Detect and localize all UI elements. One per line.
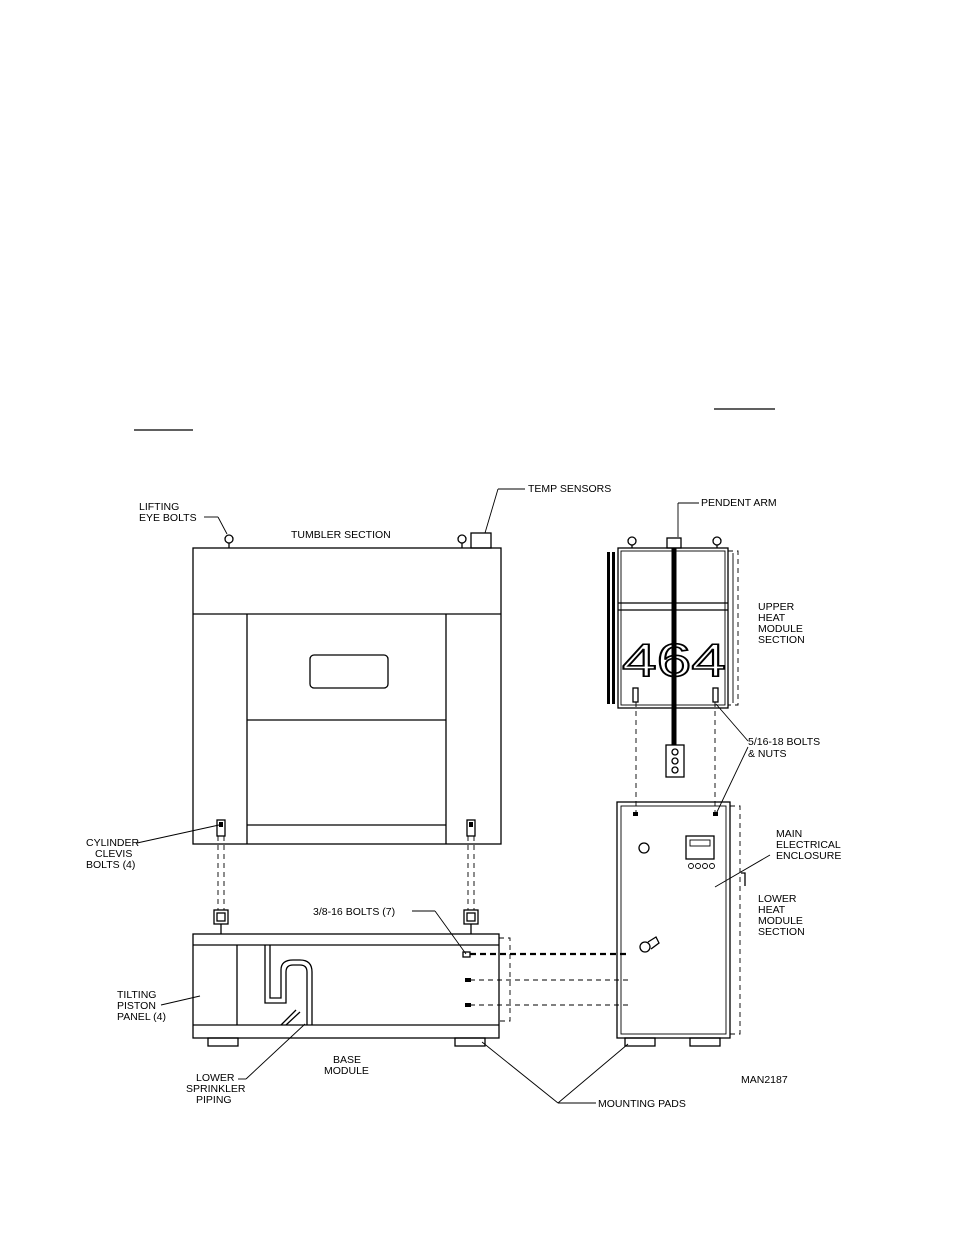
heat-fins-left	[607, 552, 615, 704]
cylinder-left	[213, 836, 229, 934]
label-tilting-piston-2: PISTON	[117, 1000, 156, 1012]
label-upper-heat-3: MODULE	[758, 623, 803, 635]
clevis-bolt-left	[216, 819, 226, 837]
control-panel	[685, 835, 715, 869]
label-bolts-3-8: 3/8-16 BOLTS (7)	[313, 906, 395, 918]
pendent-arm-cap	[666, 537, 682, 549]
pendent-control	[665, 744, 685, 778]
label-pendent-arm: PENDENT ARM	[701, 497, 777, 509]
sprinkler-pipe	[264, 945, 308, 1025]
label-cylinder-clevis-3: BOLTS (4)	[86, 859, 135, 871]
temp-sensor-box	[470, 532, 492, 549]
label-lower-sprinkler-2: SPRINKLER	[186, 1083, 246, 1095]
tumbler-window	[309, 654, 389, 689]
mounting-pad	[207, 1037, 239, 1047]
label-cylinder-clevis-2: CLEVIS	[95, 848, 132, 860]
label-main-electrical-2: ELECTRICAL	[776, 839, 841, 851]
label-temp-sensors: TEMP SENSORS	[528, 483, 611, 495]
label-lifting-eye-bolts-2: EYE BOLTS	[139, 512, 197, 524]
label-lower-heat-2: HEAT	[758, 904, 786, 916]
label-tilting-piston-3: PANEL (4)	[117, 1011, 166, 1023]
indicator-light	[638, 842, 650, 854]
label-tumbler-section: TUMBLER SECTION	[291, 529, 391, 541]
label-lower-heat-3: MODULE	[758, 915, 803, 927]
label-upper-heat-2: HEAT	[758, 612, 786, 624]
lower-heat-module	[616, 801, 746, 1047]
label-lower-sprinkler-3: PIPING	[196, 1094, 232, 1106]
label-upper-heat-4: SECTION	[758, 634, 805, 646]
label-lower-sprinkler-1: LOWER	[196, 1072, 235, 1084]
label-lower-heat-4: SECTION	[758, 926, 805, 938]
clevis-bolt-right	[466, 819, 476, 837]
label-base-module-1: BASE	[333, 1054, 361, 1066]
label-main-electrical-3: ENCLOSURE	[776, 850, 841, 862]
cylinder-right	[463, 836, 479, 934]
valve-symbol	[639, 936, 660, 953]
label-main-electrical-1: MAIN	[776, 828, 802, 840]
label-bolts-5-16-1: 5/16-18 BOLTS	[748, 736, 820, 748]
label-tilting-piston-1: TILTING	[117, 989, 156, 1001]
label-lower-heat-1: LOWER	[758, 893, 797, 905]
label-bolts-5-16-2: & NUTS	[748, 748, 787, 760]
base-module	[192, 933, 511, 1047]
label-cylinder-clevis-1: CYLINDER	[86, 837, 140, 849]
leader-lines	[136, 488, 771, 1104]
label-lifting-eye-bolts-1: LIFTING	[139, 501, 179, 513]
label-mounting-pads: MOUNTING PADS	[598, 1098, 686, 1110]
mounting-pad	[689, 1037, 721, 1047]
mounting-pad	[624, 1037, 656, 1047]
label-base-module-2: MODULE	[324, 1065, 369, 1077]
mounting-pad	[454, 1037, 486, 1047]
label-figure-id: MAN2187	[741, 1074, 788, 1086]
lifting-eye-bolt-right	[457, 534, 467, 548]
label-upper-heat-1: UPPER	[758, 601, 795, 613]
tumbler-section	[192, 532, 502, 845]
lifting-eye-bolt-left	[224, 534, 234, 548]
